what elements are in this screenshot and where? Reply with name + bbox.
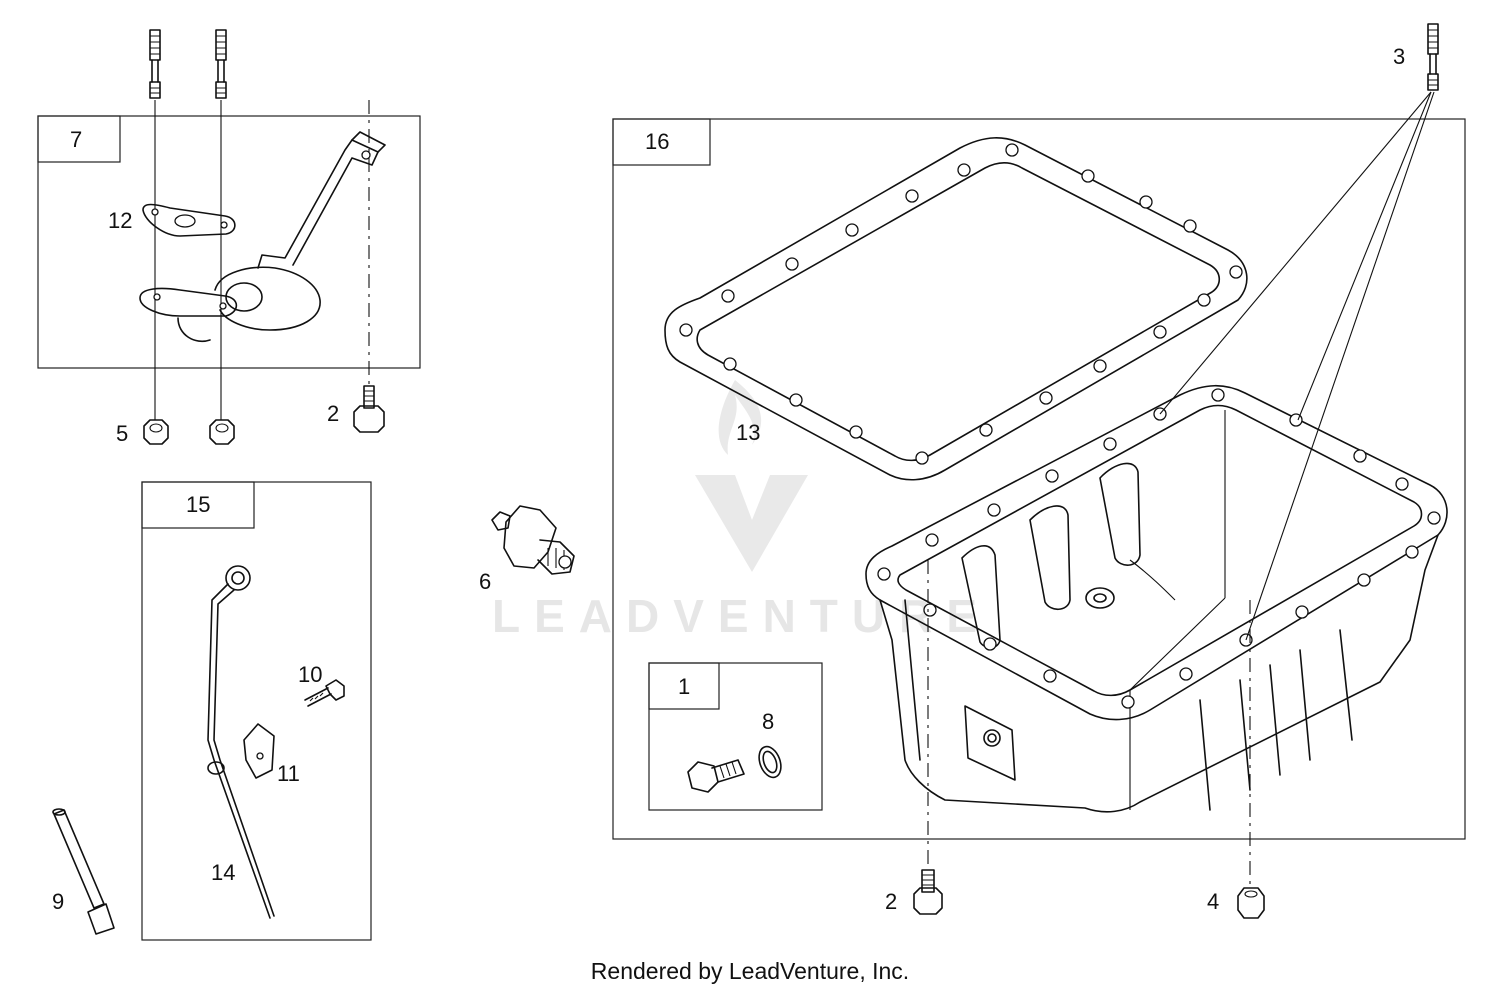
group-7-frame: 7 — [37, 115, 421, 369]
callout-8: 8 — [762, 709, 774, 734]
group-7-label: 7 — [70, 127, 82, 152]
bolt-2-upper — [353, 385, 385, 433]
watermark-logo: LEADVENTURE — [492, 380, 991, 642]
callout-3: 3 — [1393, 44, 1405, 69]
stud-3 — [1427, 23, 1439, 91]
footer-credit: Rendered by LeadVenture, Inc. — [590, 958, 910, 984]
gasket-13-holes — [679, 143, 1243, 465]
clip-11 — [243, 723, 275, 779]
washer-8 — [758, 745, 782, 779]
group-16-label: 16 — [645, 129, 669, 154]
callout-11: 11 — [277, 761, 300, 786]
callout-12: 12 — [108, 208, 132, 233]
gasket-13 — [664, 137, 1248, 481]
tube-9 — [52, 808, 115, 935]
stud-left — [149, 29, 161, 99]
callout-4: 4 — [1207, 889, 1219, 914]
watermark-text: LEADVENTURE — [492, 590, 991, 642]
callout-13: 13 — [736, 420, 760, 445]
callout-6: 6 — [479, 569, 491, 594]
nut-5-left — [143, 419, 169, 445]
callout-9: 9 — [52, 889, 64, 914]
oil-strainer — [139, 131, 386, 342]
oil-pan-holes — [877, 388, 1441, 709]
callout-2-lower: 2 — [885, 889, 897, 914]
group-1-frame: 1 — [648, 662, 823, 811]
bolt-10 — [304, 679, 345, 707]
gasket-12 — [142, 203, 236, 237]
flange-nut-4 — [1237, 887, 1265, 919]
oil-pan — [865, 384, 1448, 813]
bolt-2-lower — [913, 869, 943, 915]
drain-plug — [687, 759, 745, 793]
nut-5-right — [209, 419, 235, 445]
group-1-label: 1 — [678, 674, 690, 699]
callout-2-upper: 2 — [327, 401, 339, 426]
callout-10: 10 — [298, 662, 322, 687]
callout-labels: 12 5 2 10 11 14 9 6 3 13 8 2 4 — [52, 44, 1405, 914]
stud-right — [215, 29, 227, 99]
group-16-frame: 16 — [612, 118, 1466, 840]
dipstick-14 — [207, 565, 275, 919]
group-15-frame: 15 — [141, 481, 372, 941]
pressure-switch-6 — [491, 505, 575, 575]
callout-14: 14 — [211, 860, 235, 885]
group-15-label: 15 — [186, 492, 210, 517]
callout-5: 5 — [116, 421, 128, 446]
